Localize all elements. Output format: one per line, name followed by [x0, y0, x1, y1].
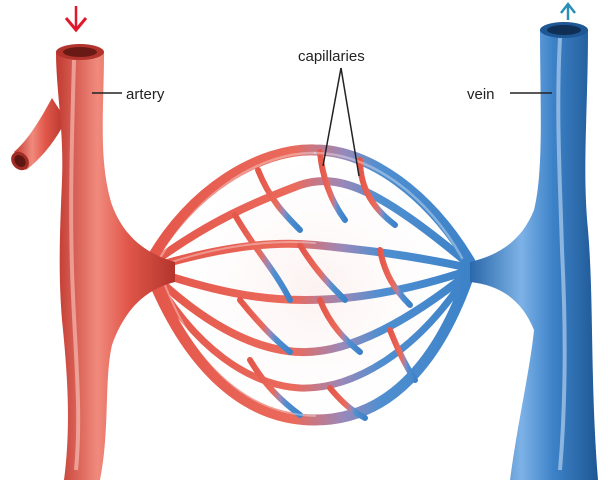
arrow-down-icon — [66, 6, 86, 30]
arrow-up-icon — [561, 4, 575, 20]
capillaries-label: capillaries — [298, 49, 365, 64]
vein-label: vein — [467, 87, 495, 102]
artery-label: artery — [126, 87, 164, 102]
artery-vessel — [7, 44, 175, 480]
